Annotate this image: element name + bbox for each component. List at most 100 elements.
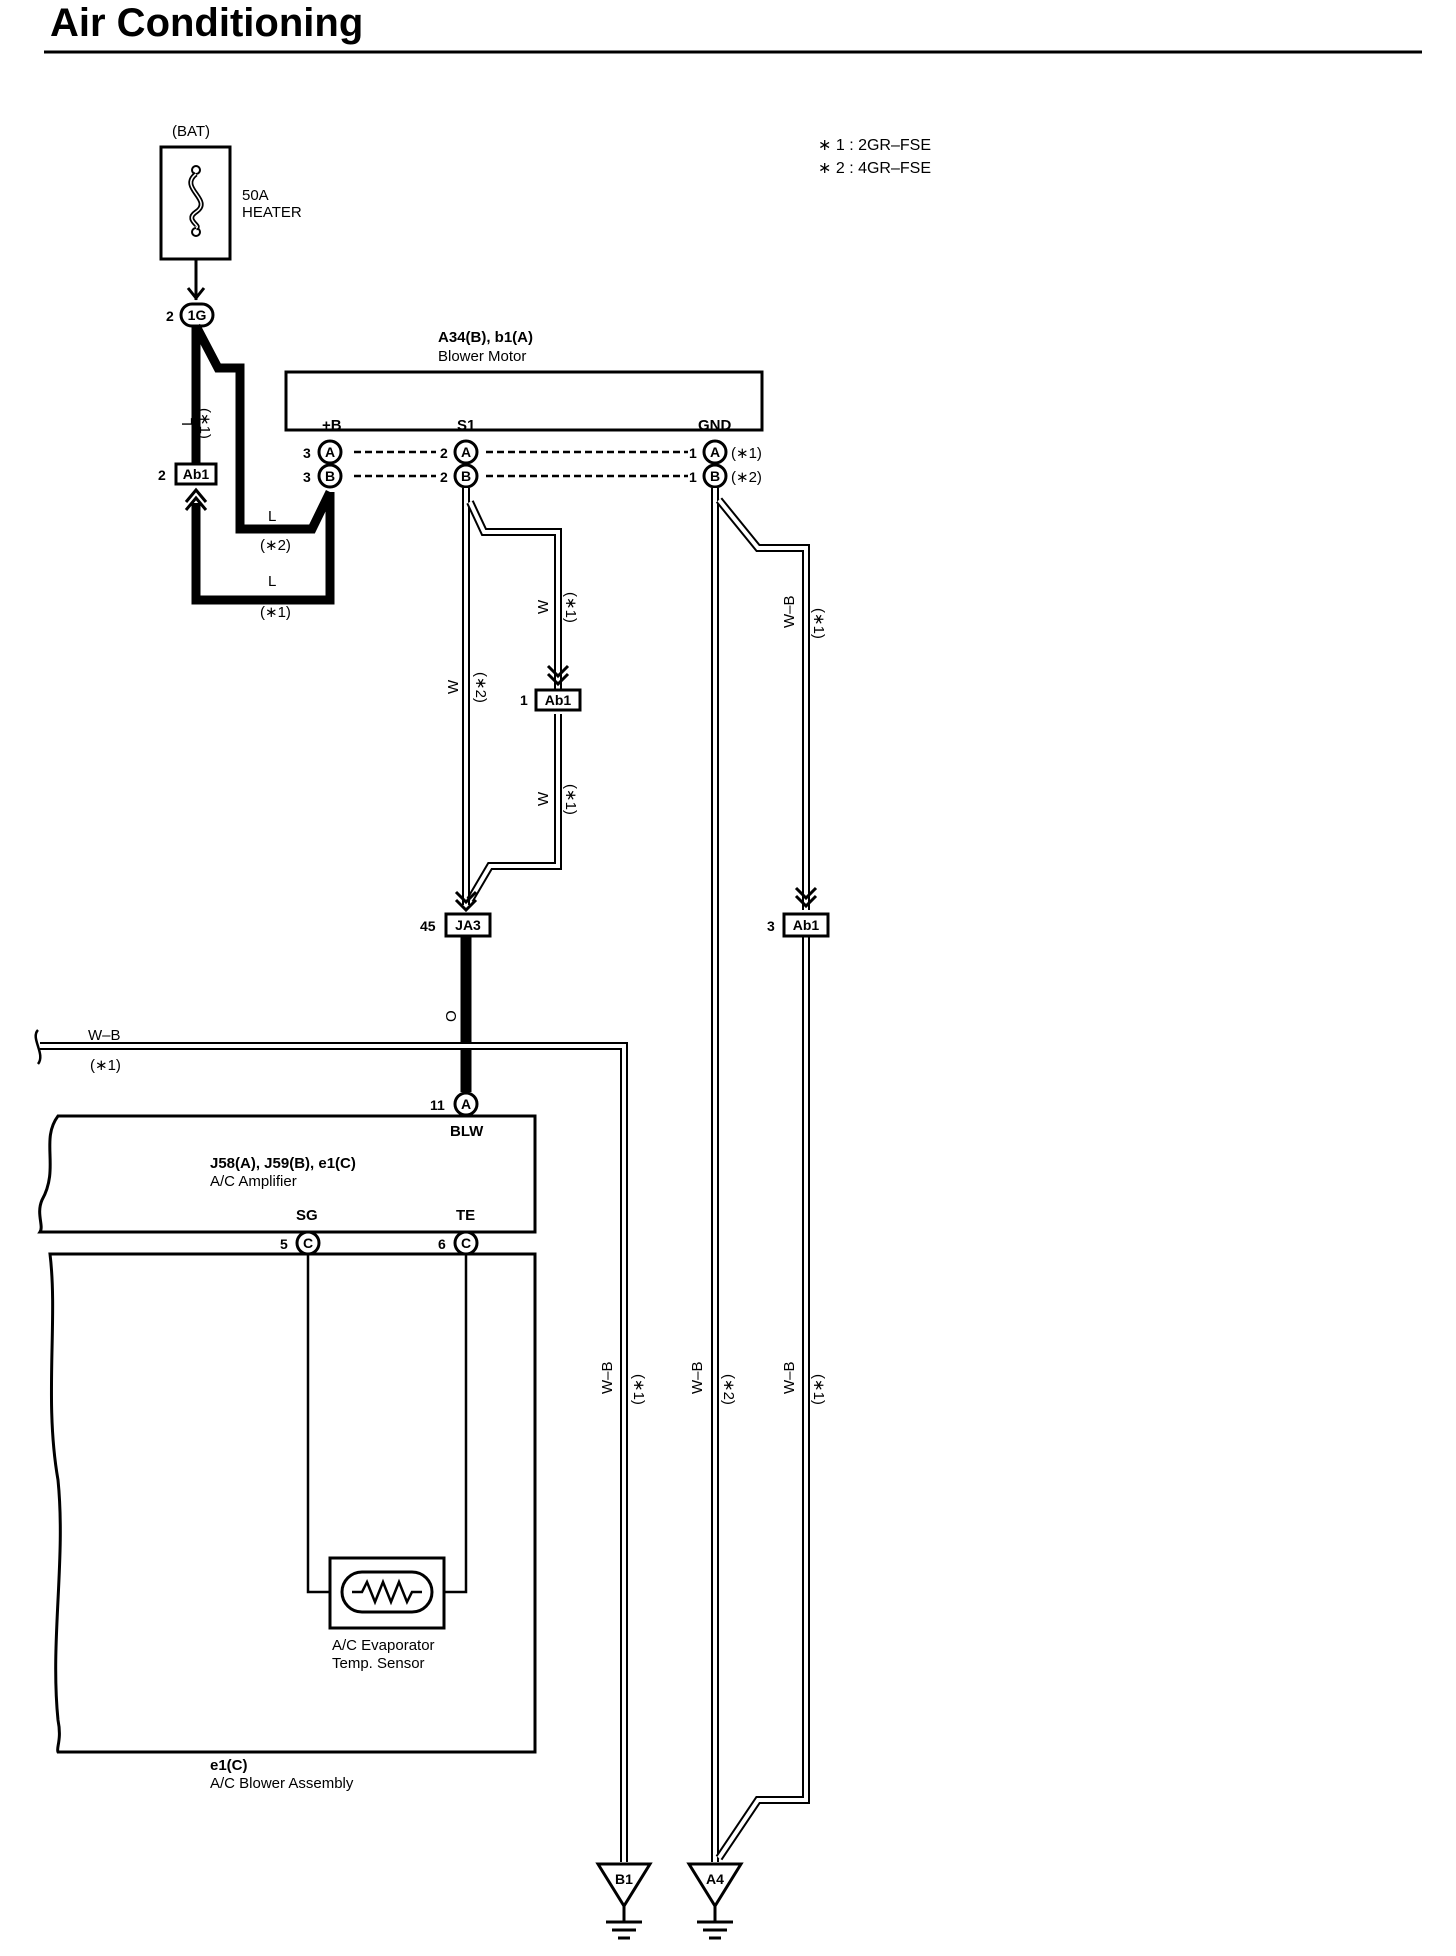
- socket-plus-b-b-id: B: [325, 468, 335, 484]
- pin-te: 6: [438, 1236, 446, 1252]
- connector-ab1-left-id: Ab1: [183, 466, 210, 482]
- socket-gnd-b-id: B: [710, 468, 720, 484]
- note-1: ∗ 1 : 2GR–FSE: [818, 137, 931, 154]
- ground-b1: [595, 1862, 653, 1940]
- socket-blw-id: A: [461, 1096, 471, 1112]
- blower-motor-box: [284, 370, 764, 432]
- wire-color-w-1: W: [445, 679, 462, 694]
- variant-w-2: (∗1): [562, 592, 579, 623]
- variant-l-3: (∗1): [260, 604, 291, 621]
- pin-plus-b-a: 3: [303, 445, 311, 461]
- fuse-box: [159, 145, 232, 261]
- connector-ab1-right: [782, 912, 830, 938]
- terminal-sg: SG: [296, 1207, 318, 1224]
- variant-l-2: (∗2): [260, 537, 291, 554]
- wire-color-l-3: L: [268, 573, 276, 590]
- socket-plus-b-a-id: A: [325, 444, 335, 460]
- wire-color-wb-a4-2: W–B: [781, 1361, 798, 1394]
- socket-sg-id: C: [303, 1235, 313, 1251]
- variant-l-1: (∗1): [196, 408, 213, 439]
- variant-w-3: (∗1): [562, 784, 579, 815]
- sensor-name-1: A/C Evaporator: [332, 1637, 435, 1654]
- connector-ab1-right-id: Ab1: [793, 917, 820, 933]
- ground-a4: [686, 1862, 744, 1940]
- wire-w-s1: [462, 488, 562, 905]
- wire-l-power: [191, 323, 335, 605]
- wire-color-l-2: L: [268, 508, 276, 525]
- fuse-amperage: 50A: [242, 187, 269, 204]
- connector-ab1-left: [174, 462, 218, 486]
- pin-1g: 2: [166, 308, 174, 324]
- assembly-name: A/C Blower Assembly: [210, 1775, 354, 1792]
- note-2: ∗ 2 : 4GR–FSE: [818, 160, 931, 177]
- connector-ja3: [444, 912, 492, 938]
- wire-break-mark: [34, 1029, 42, 1065]
- pin-s1-a: 2: [440, 445, 448, 461]
- variant-wb-left: (∗1): [90, 1057, 121, 1074]
- pin-ab1-right: 3: [767, 918, 775, 934]
- arrow-ab1-right-2: [794, 894, 818, 909]
- connector-ja3-id: JA3: [455, 917, 481, 933]
- socket-gnd-a: [702, 439, 728, 465]
- variant-wb-1: (∗1): [810, 608, 827, 639]
- wire-color-o: O: [443, 1010, 460, 1022]
- pin-ja3: 45: [420, 918, 436, 934]
- blower-motor-name: Blower Motor: [438, 348, 526, 365]
- socket-plus-b-a: [317, 439, 343, 465]
- pin-gnd-b: 1: [689, 469, 697, 485]
- amplifier-ref: J58(A), J59(B), e1(C): [210, 1155, 356, 1172]
- wire-wb-left: [40, 1042, 628, 1862]
- arrow-ja3-2: [454, 898, 478, 913]
- arrow-ab1-mid-2: [546, 672, 570, 687]
- pin-blw: 11: [430, 1097, 445, 1113]
- ground-a4-label: A4: [706, 1871, 724, 1887]
- amplifier-box: [37, 1114, 537, 1234]
- socket-s1-a: [453, 439, 479, 465]
- variant-gnd-b: (∗2): [731, 469, 762, 486]
- terminal-te: TE: [456, 1207, 475, 1224]
- terminal-blw: BLW: [450, 1123, 484, 1140]
- arrow-ab1-right-1: [794, 886, 818, 901]
- connector-1g-id: 1G: [188, 307, 207, 323]
- wire-wb-gnd: [711, 488, 810, 1862]
- connector-dash-lines: [354, 450, 688, 478]
- variant-wb-a4-2: (∗1): [810, 1374, 827, 1405]
- socket-s1-b-id: B: [461, 468, 471, 484]
- socket-te-id: C: [461, 1235, 471, 1251]
- arrow-ab1-left-1: [184, 487, 208, 503]
- pin-s1-b: 2: [440, 469, 448, 485]
- wire-color-wb-b1: W–B: [599, 1361, 616, 1394]
- blower-motor-ref: A34(B), b1(A): [438, 329, 533, 346]
- socket-s1-a-id: A: [461, 444, 471, 460]
- wire-color-w-3: W: [535, 791, 552, 806]
- thermistor-icon: [340, 1570, 434, 1614]
- socket-s1-b: [453, 463, 479, 489]
- socket-plus-b-b: [317, 463, 343, 489]
- pin-plus-b-b: 3: [303, 469, 311, 485]
- arrow-ab1-left-2: [184, 495, 208, 511]
- arrow-ja3-1: [454, 890, 478, 905]
- fuse-icon: [188, 165, 204, 237]
- assembly-ref: e1(C): [210, 1757, 248, 1774]
- wire-color-l-1: L: [179, 418, 196, 426]
- amplifier-name: A/C Amplifier: [210, 1173, 297, 1190]
- ground-b1-label: B1: [615, 1871, 633, 1887]
- pin-ab1-left: 2: [158, 467, 166, 483]
- blower-assembly-box: [48, 1252, 537, 1754]
- variant-wb-b1: (∗1): [630, 1374, 647, 1405]
- pin-ab1-mid: 1: [520, 692, 528, 708]
- socket-gnd-b: [702, 463, 728, 489]
- pin-gnd-a: 1: [689, 445, 697, 461]
- connector-ab1-mid: [534, 688, 582, 712]
- terminal-s1: S1: [457, 417, 475, 434]
- wire-color-wb-left: W–B: [88, 1027, 121, 1044]
- wire-color-w-2: W: [535, 599, 552, 614]
- terminal-gnd: GND: [698, 417, 732, 434]
- page-title: Air Conditioning: [50, 1, 363, 45]
- battery-label: (BAT): [172, 123, 210, 140]
- sensor-name-2: Temp. Sensor: [332, 1655, 425, 1672]
- wire-color-wb-a4-1: W–B: [689, 1361, 706, 1394]
- arrow-1g: [186, 287, 206, 301]
- variant-wb-a4-1: (∗2): [720, 1374, 737, 1405]
- variant-w-1: (∗2): [472, 672, 489, 703]
